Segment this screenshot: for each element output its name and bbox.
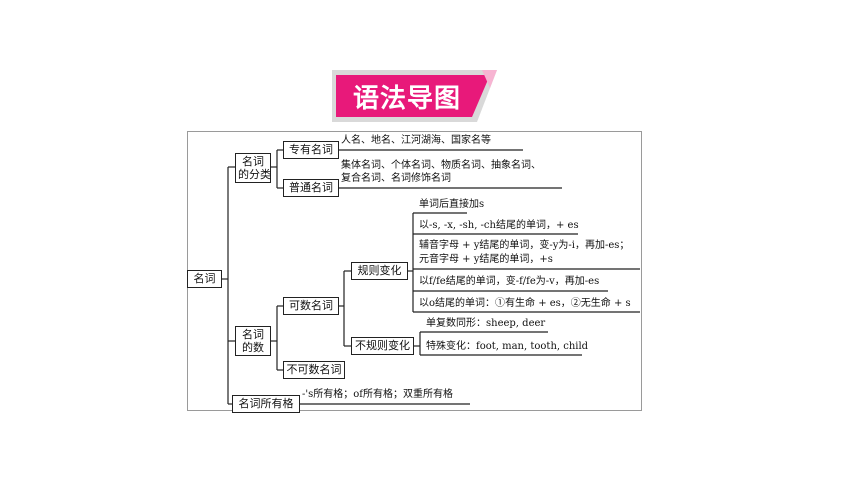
classification-label-line1: 名词 (242, 155, 264, 168)
proper-noun-node: 专有名词 (283, 141, 339, 159)
countable-noun-node: 可数名词 (283, 297, 339, 315)
regular-rule-3b: 元音字母 + y结尾的单词，+s (419, 254, 553, 265)
possessive-desc: -'s所有格；of所有格；双重所有格 (302, 389, 453, 400)
irregular-rule-1: 单复数同形：sheep, deer (426, 318, 546, 329)
uncountable-noun-node: 不可数名词 (283, 361, 345, 379)
proper-noun-desc: 人名、地名、江河湖海、国家名等 (341, 135, 491, 146)
banner-title: 语法导图 (352, 83, 461, 114)
common-noun-desc-line2: 复合名词、名词修饰名词 (341, 173, 451, 184)
regular-rule-2: 以-s, -x, -sh, -ch结尾的单词，+ es (419, 220, 579, 231)
regular-rule-1: 单词后直接加s (419, 199, 485, 210)
number-node: 名词 的数 (235, 326, 271, 356)
regular-rule-3a: 辅音字母 + y结尾的单词，变-y为-i，再加-es； (419, 240, 630, 251)
irregular-change-node: 不规则变化 (351, 337, 414, 355)
root-node: 名词 (187, 270, 222, 288)
common-noun-node: 普通名词 (283, 179, 339, 197)
regular-rule-4: 以f/fe结尾的单词，变-f/fe为-v，再加-es (419, 276, 600, 287)
classification-node: 名词 的分类 (235, 153, 271, 183)
regular-rule-5: 以o结尾的单词：①有生命 + es，②无生命 + s (419, 298, 631, 309)
regular-change-node: 规则变化 (351, 262, 408, 280)
classification-label-line2: 的分类 (238, 168, 271, 181)
possessive-node: 名词所有格 (232, 395, 300, 413)
banner-shape (332, 70, 497, 122)
common-noun-desc-line1: 集体名词、个体名词、物质名词、抽象名词、 (341, 160, 541, 171)
title-banner: 语法导图 (332, 70, 497, 122)
number-label-line1: 名词 (242, 328, 264, 341)
number-label-line2: 的数 (242, 341, 264, 354)
irregular-rule-2: 特殊变化：foot, man, tooth, child (426, 341, 589, 352)
